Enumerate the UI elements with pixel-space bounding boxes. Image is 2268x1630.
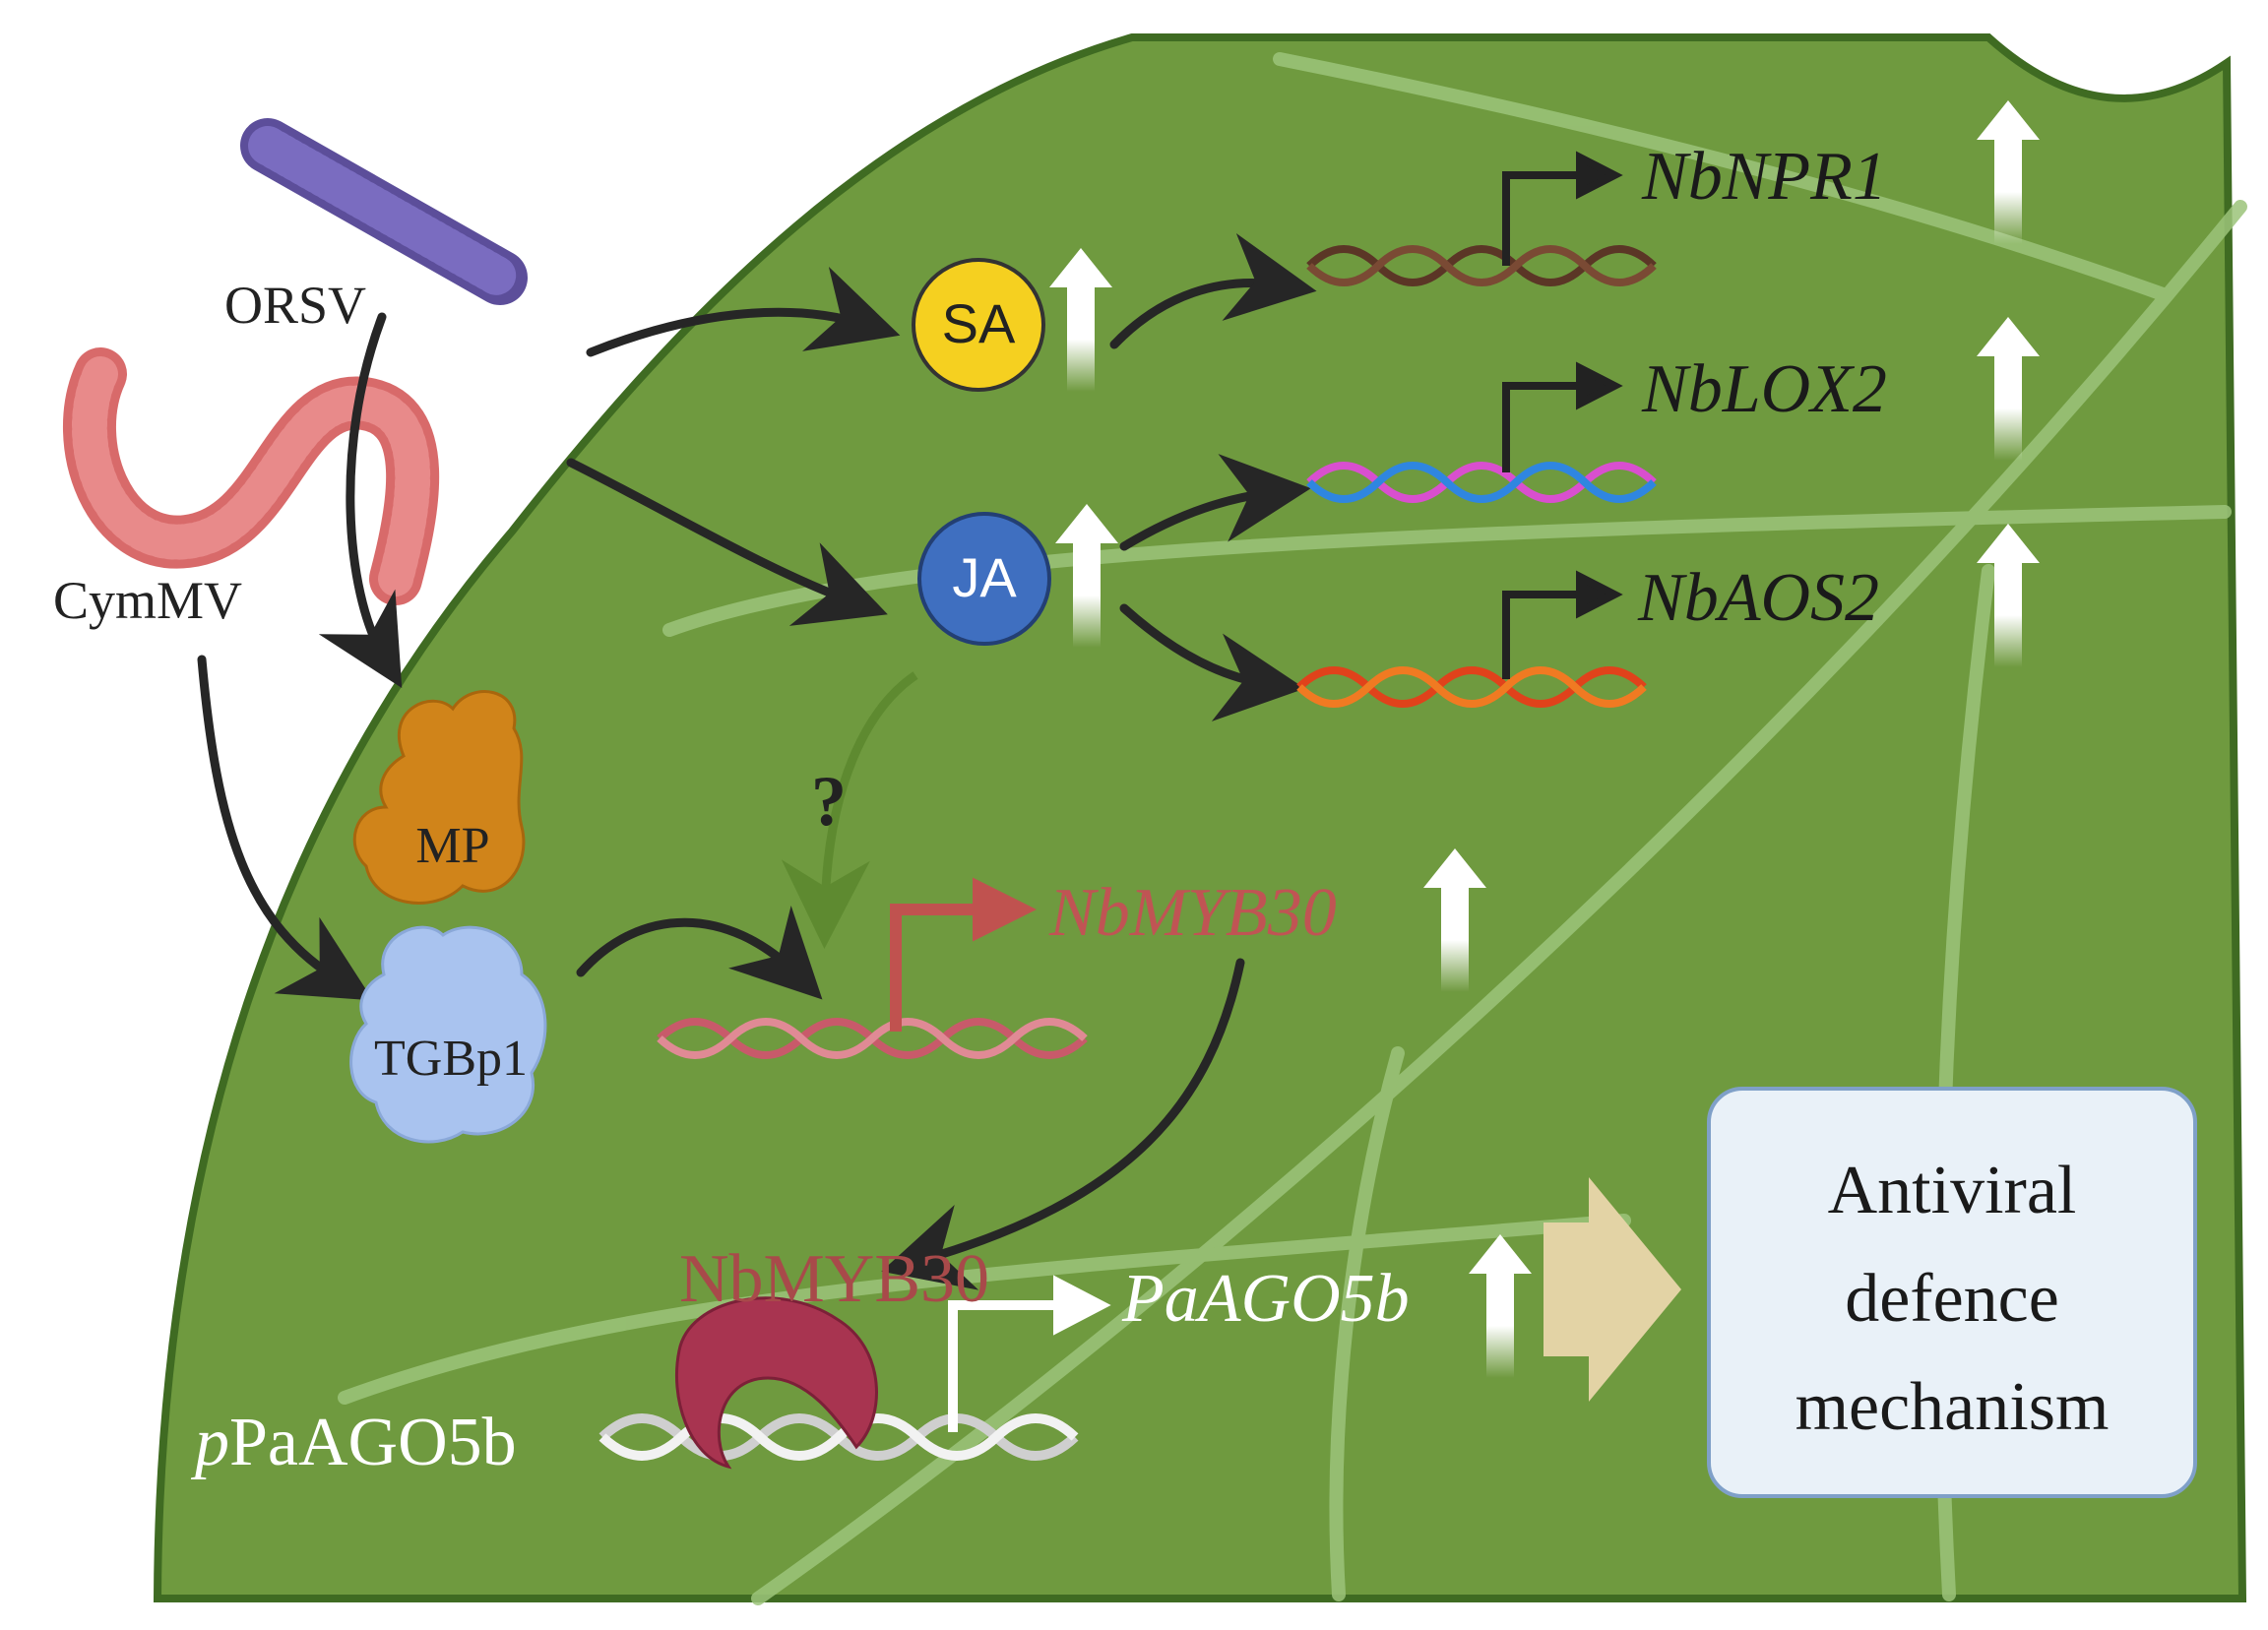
unknown-link-label: ?	[811, 762, 847, 841]
leaf-veins	[338, 52, 2247, 1605]
npr1-gene-label: NbNPR1	[1641, 139, 1887, 215]
lox2-gene-label: NbLOX2	[1641, 351, 1887, 427]
outcome-line-2: defence	[1845, 1261, 2059, 1337]
cymmv-label: CymMV	[53, 571, 242, 630]
aos2-dna-helix-icon	[1296, 666, 1647, 708]
sa-node	[912, 258, 1045, 392]
ja-node	[917, 512, 1051, 646]
lox2-dna-helix-icon	[1306, 462, 1657, 503]
npr1-dna-helix-icon	[1306, 245, 1657, 286]
ago5b-gene-label: PaAGO5b	[1121, 1261, 1410, 1337]
orsv-label: ORSV	[224, 276, 366, 335]
outcome-line-3: mechanism	[1796, 1369, 2110, 1445]
outcome-box	[1707, 1087, 2197, 1498]
promoter-name: PaAGO5b	[229, 1405, 517, 1480]
mp-label: MP	[415, 818, 489, 874]
tgbp1-protein-icon	[349, 925, 547, 1144]
myb30-protein-label: NbMYB30	[679, 1241, 989, 1317]
orsv-virus-icon	[240, 118, 528, 305]
outcome-line-1: Antiviral	[1828, 1153, 2077, 1228]
pathway-arrows	[197, 232, 1317, 1290]
myb30-protein-icon	[674, 1296, 878, 1470]
promoter-prefix: p	[190, 1405, 229, 1480]
ja-label: JA	[952, 546, 1017, 608]
myb30-dna-helix-icon	[657, 1018, 1088, 1059]
cymmv-virus-icon	[62, 347, 440, 605]
ja-to-myb30-arrow	[781, 671, 918, 949]
tgbp1-label: TGBp1	[374, 1031, 528, 1087]
sa-label: SA	[942, 292, 1016, 354]
myb30-gene-label: NbMYB30	[1048, 875, 1337, 951]
aos2-gene-label: NbAOS2	[1637, 560, 1879, 636]
mp-protein-icon	[352, 690, 526, 905]
promoter-dna-helix-icon	[598, 1413, 1079, 1461]
outcome-arrow-icon	[1544, 1177, 1681, 1402]
transcription-start-icon	[890, 151, 1623, 1432]
promoter-label: pPaAGO5b	[190, 1405, 517, 1480]
